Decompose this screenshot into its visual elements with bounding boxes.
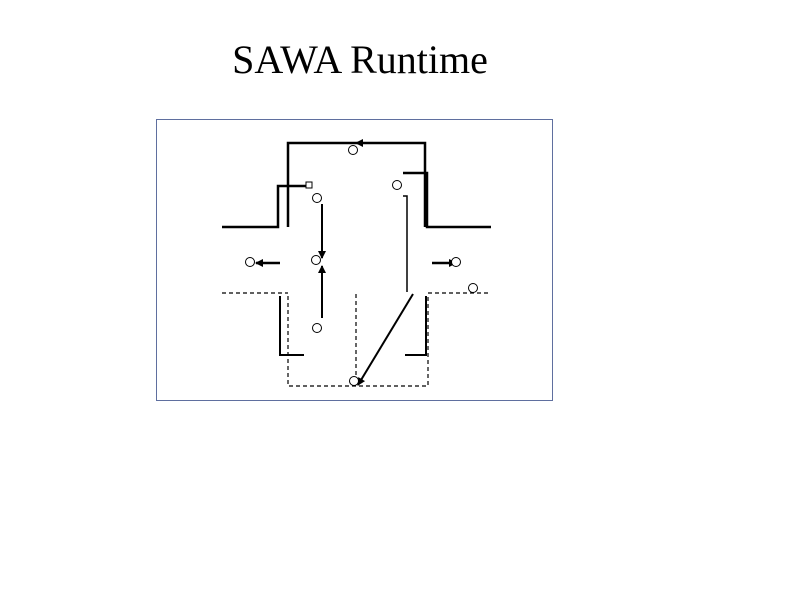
circle-node-lower-left [312,323,322,333]
lower-left-barrier [279,296,304,356]
square-node [305,181,313,189]
right-barrier-line [403,171,491,229]
circle-node-far-left [245,257,255,267]
circle-node-right-lower [468,283,478,293]
circle-node-upper-left [312,193,322,203]
lower-right-barrier [405,296,427,356]
right-vertical-line [403,195,408,292]
circle-node-top [348,145,358,155]
circle-node-upper-right [392,180,402,190]
dashed-bottom-loop [287,296,429,387]
circle-node-bottom [349,376,359,386]
diagonal-arrow [357,293,414,386]
left-barrier-line [222,184,309,229]
circle-node-middle-left [311,255,321,265]
circle-node-far-right [451,257,461,267]
slide-title: SAWA Runtime [232,37,488,82]
diagram-frame [156,119,553,401]
